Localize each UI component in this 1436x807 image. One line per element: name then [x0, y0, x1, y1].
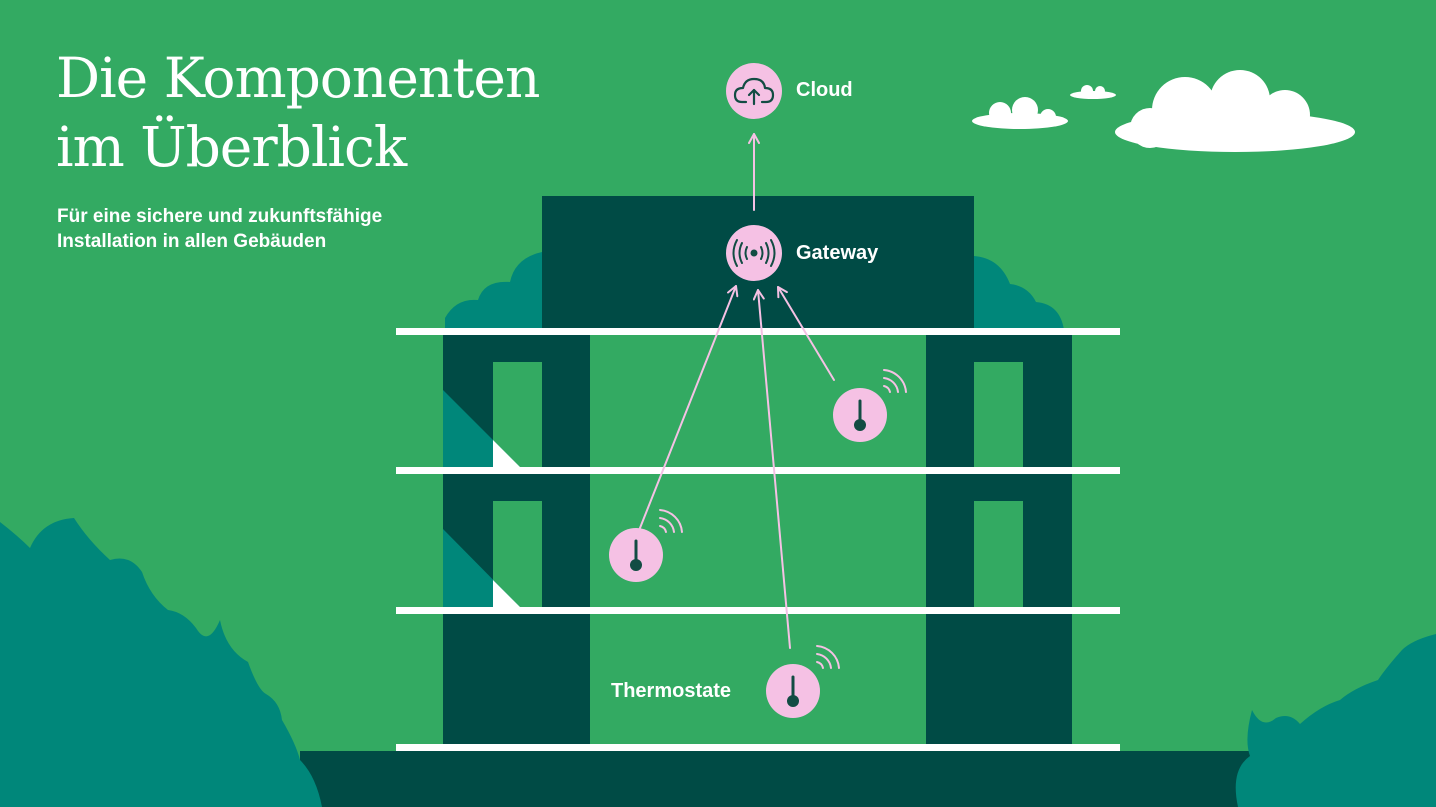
title-line-2: im Überblick: [56, 115, 407, 179]
thermostat-label: Thermostate: [611, 680, 732, 702]
arrow-thermostat-1-to-gateway: [639, 285, 739, 529]
floor-line: [396, 744, 1120, 751]
wireless-signal-icon: [883, 369, 907, 393]
awning-highlight: [493, 440, 521, 468]
page-subtitle: Für eine sichere und zukunftsfähige Inst…: [57, 204, 382, 254]
thermometer-icon: [787, 675, 799, 707]
wireless-signal-icon: [659, 509, 683, 533]
arrow-thermostat-2-to-gateway: [777, 286, 835, 381]
subtitle-line-2: Installation in allen Gebäuden: [57, 231, 327, 252]
thermometer-icon: [630, 539, 642, 571]
cloud-shape-medium: [972, 97, 1068, 129]
thermometer-icon: [854, 399, 866, 431]
cloud-upload-icon: [733, 77, 775, 106]
bush-right: [1235, 634, 1436, 807]
thermostat-node: [609, 509, 683, 582]
floor-line: [396, 328, 1120, 335]
rooftop-bushes: [445, 252, 1064, 330]
page-title: Die Komponenten im Überblick: [56, 44, 540, 182]
cloud-label: Cloud: [796, 79, 853, 101]
title-line-1: Die Komponenten: [56, 46, 540, 110]
cloud-shape-small: [1070, 85, 1116, 99]
thermostat-node: [766, 645, 840, 718]
connection-arrows: [639, 133, 835, 649]
cloud-shape-large: [1115, 70, 1355, 152]
floor-line: [396, 467, 1120, 474]
radio-signal-icon: [732, 239, 776, 267]
building-body: [443, 330, 1072, 750]
subtitle-line-1: Für eine sichere und zukunftsfähige: [57, 206, 383, 227]
window: [974, 501, 1023, 609]
arrow-thermostat-3-to-gateway: [752, 289, 791, 649]
awning-shadow: [443, 529, 521, 608]
window: [974, 362, 1023, 469]
bush-left: [0, 518, 322, 807]
floor-slabs: [396, 328, 1120, 751]
wireless-signal-icon: [816, 645, 840, 669]
clouds-decoration: [972, 70, 1355, 152]
awning-highlight: [493, 580, 521, 608]
gateway-label: Gateway: [796, 242, 879, 264]
gateway-node: [726, 225, 782, 281]
cloud-node: [726, 63, 782, 119]
thermostat-node: [833, 369, 907, 442]
floor-line: [396, 607, 1120, 614]
ground: [300, 751, 1260, 807]
